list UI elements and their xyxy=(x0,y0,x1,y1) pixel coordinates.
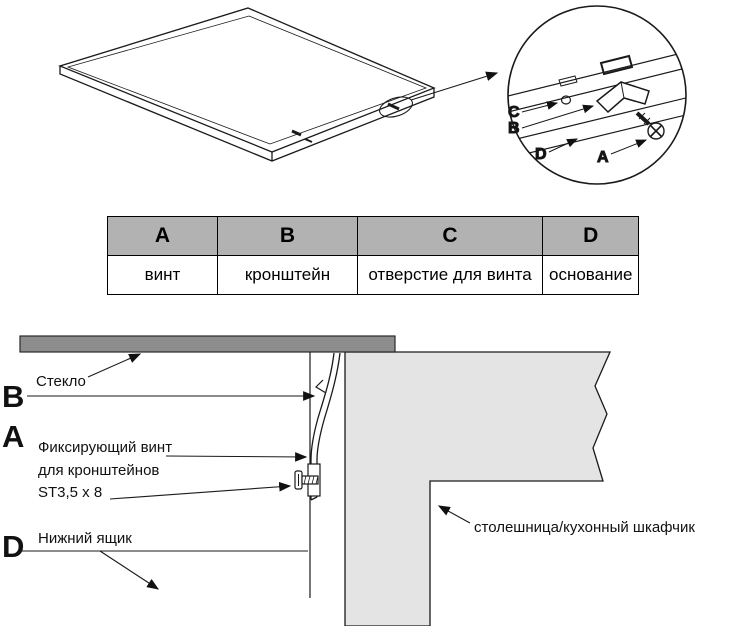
section-letter-b: B xyxy=(2,379,24,414)
legend-value-row: винт кронштейн отверстие для винта основ… xyxy=(107,255,640,295)
drawer-label: Нижний ящик xyxy=(38,530,132,547)
legend-value-a: винт xyxy=(107,255,218,295)
legend-header-a: A xyxy=(107,216,218,256)
legend-header-b: B xyxy=(217,216,358,256)
section-letter-a: A xyxy=(2,419,24,454)
countertop-cabinet-shape xyxy=(344,351,611,626)
front-edge-vent-mark xyxy=(291,129,302,137)
cross-section-diagram: B Стекло A Фиксирующий винт для кронштей… xyxy=(2,335,695,626)
cabinet-label: столешница/кухонный шкафчик xyxy=(474,519,695,536)
bracket-location-mark xyxy=(387,102,400,111)
screw-label-line2: для кронштейнов xyxy=(38,462,159,479)
legend-table: A B C D винт кронштейн отверстие для вин… xyxy=(107,216,640,295)
screw-label-line3: ST3,5 x 8 xyxy=(38,484,102,501)
detail-zoom-view: C B D A xyxy=(507,5,687,185)
legend-value-c: отверстие для винта xyxy=(357,255,543,295)
detail-circle-content xyxy=(508,49,686,161)
detail-callout-arrow xyxy=(410,71,499,101)
legend-value-b: кронштейн xyxy=(217,255,358,295)
screw-shaft xyxy=(635,111,651,126)
screw-label-line1: Фиксирующий винт xyxy=(38,439,172,456)
cooktop-top-face xyxy=(58,7,436,153)
section-letter-d: D xyxy=(2,529,24,564)
legend-header-d: D xyxy=(541,216,640,256)
detail-label-c: C xyxy=(508,104,520,121)
small-slot xyxy=(558,75,578,87)
glass-label: Стекло xyxy=(36,373,86,390)
legend-header-c: C xyxy=(357,216,543,256)
detail-label-d: D xyxy=(535,146,547,163)
glass-panel xyxy=(19,335,396,353)
fixing-screw xyxy=(294,470,319,490)
cooktop-isometric-drawing xyxy=(58,7,499,162)
detail-label-b: B xyxy=(508,120,520,137)
screw-hole xyxy=(560,95,572,105)
legend-value-d: основание xyxy=(541,255,640,295)
cooktop-glass-inset-line xyxy=(66,15,428,145)
detail-label-a: A xyxy=(597,149,609,166)
detail-callout-ellipse xyxy=(379,96,413,118)
front-edge-vent-mark xyxy=(304,138,313,143)
legend-header-row: A B C D xyxy=(107,216,640,256)
detail-circle-border xyxy=(507,5,687,185)
bracket-slot xyxy=(599,54,634,76)
